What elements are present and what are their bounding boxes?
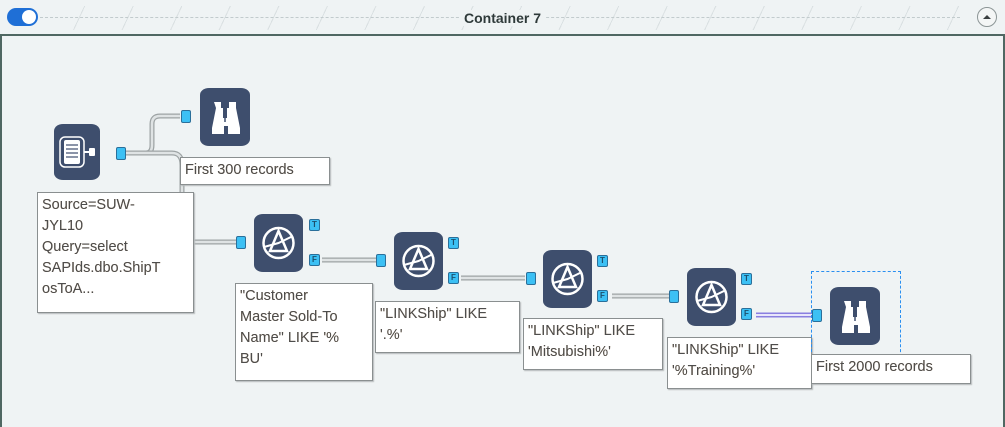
filter-tool-4[interactable] [687,268,736,326]
browse2-annotation: First 2000 records [811,354,971,384]
input-output-port[interactable] [116,147,126,160]
input-data-tool[interactable] [54,124,100,180]
filter3-true-port[interactable]: T [597,255,608,267]
filter1-true-port[interactable]: T [309,219,320,231]
filter1-false-port[interactable]: F [309,254,320,266]
filter2-input-port[interactable] [376,254,386,267]
filter4-false-port[interactable]: F [741,308,752,320]
browse2-input-port[interactable] [812,309,822,322]
collapse-button[interactable] [977,7,997,27]
input-annotation: Source=SUW- JYL10 Query=select SAPIds.db… [37,192,194,313]
filter-icon [695,280,728,314]
binoculars-icon [842,301,870,333]
filter1-annotation: "Customer Master Sold-To Name" LIKE '% B… [235,283,373,381]
binoculars-icon [212,102,240,134]
browse-tool-2[interactable] [830,287,880,345]
chevron-up-icon [983,15,991,19]
browse-tool-1[interactable] [200,88,250,146]
filter-tool-2[interactable] [394,232,443,290]
filter4-input-port[interactable] [669,290,679,303]
browse1-annotation: First 300 records [180,157,330,185]
filter3-input-port[interactable] [526,272,536,285]
filter-tool-1[interactable] [254,214,303,272]
filter-tool-3[interactable] [543,250,592,308]
database-input-icon [59,136,95,168]
filter3-false-port[interactable]: F [597,290,608,302]
filter3-annotation: "LINKShip" LIKE 'Mitsubishi%' [523,318,663,370]
browse1-input-port[interactable] [181,110,191,123]
filter2-false-port[interactable]: F [448,272,459,284]
filter4-annotation: "LINKShip" LIKE '%Training%' [667,337,812,389]
filter-icon [402,244,435,278]
container-title: Container 7 [459,10,545,26]
toggle-knob [22,10,36,24]
filter2-annotation: "LINKShip" LIKE '.%' [375,301,520,353]
filter-icon [262,226,295,260]
filter-icon [551,262,584,296]
filter2-true-port[interactable]: T [448,237,459,249]
filter1-input-port[interactable] [236,236,246,249]
toggle-switch-on-icon[interactable] [7,8,38,26]
filter4-true-port[interactable]: T [741,273,752,285]
connection-inner [126,114,180,155]
container-header[interactable]: Container 7 [0,0,1005,36]
